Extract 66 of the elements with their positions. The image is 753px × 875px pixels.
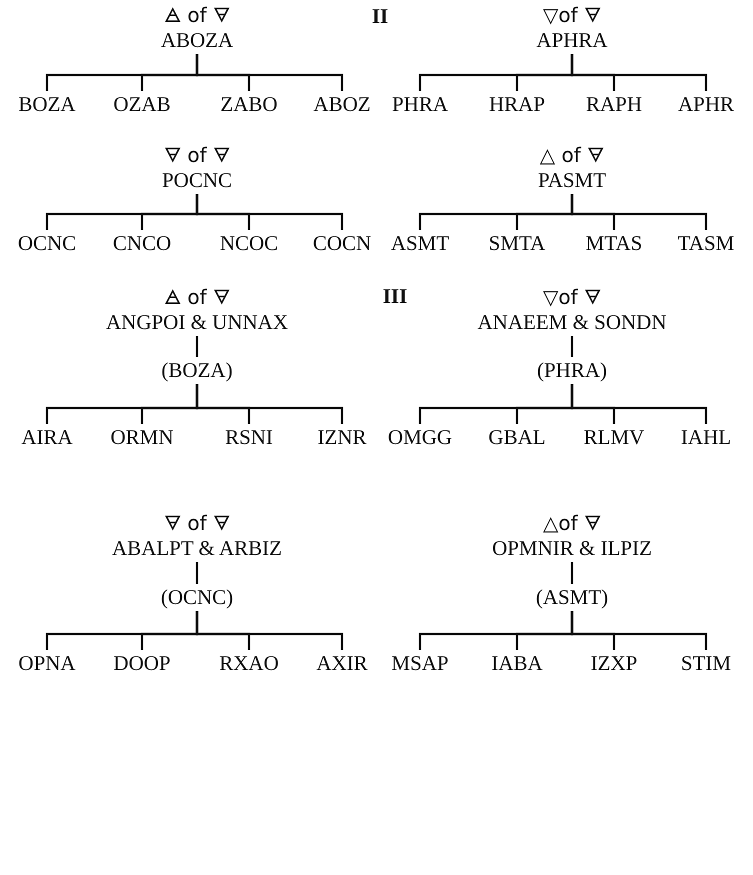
- tree-node-label: NCOC: [218, 231, 280, 256]
- tree-node-label: RAPH: [584, 92, 644, 117]
- tree-node-label: (OCNC): [160, 585, 234, 610]
- symbol-heading: 🜃 of 🜃: [163, 143, 231, 168]
- tree-node-label: OCNC: [16, 231, 78, 256]
- tree-connector: [196, 194, 344, 230]
- tree-connector: [196, 384, 344, 424]
- tree-node-label: STIM: [680, 651, 732, 676]
- tree-node-label: RLMV: [582, 425, 646, 450]
- symbol-heading: △of 🜃: [542, 511, 602, 536]
- symbol-heading: △ of 🜃: [538, 143, 606, 168]
- tree-node-label: ORMN: [110, 425, 174, 450]
- section-number: III: [382, 284, 408, 309]
- tree-node-label: HRAP: [488, 92, 546, 117]
- tree-node-label: AXIR: [315, 651, 369, 676]
- tree-connector: [196, 336, 198, 357]
- tree-node-label: RXAO: [218, 651, 280, 676]
- tree-root-label: OPMNIR & ILPIZ: [491, 536, 653, 561]
- tree-node-label: MTAS: [584, 231, 644, 256]
- tree-node-label: IZNR: [316, 425, 368, 450]
- tree-connector: [570, 194, 708, 230]
- tree-connector: [196, 611, 344, 650]
- tree-connector: [196, 54, 344, 91]
- symbol-heading: ▽of 🜃: [542, 3, 602, 28]
- tree-node-label: APHR: [676, 92, 736, 117]
- tree-node-label: CNCO: [112, 231, 172, 256]
- tree-connector: [196, 562, 198, 584]
- tree-node-label: TASM: [676, 231, 736, 256]
- tree-node-label: IZXP: [590, 651, 638, 676]
- tree-connector: [570, 611, 708, 650]
- tree-root-label: ANAEEM & SONDN: [476, 310, 668, 335]
- tree-connector: [570, 384, 708, 424]
- section-number: II: [372, 4, 388, 29]
- tree-root-label: ANGPOI & UNNAX: [105, 310, 289, 335]
- tree-node-label: ABOZ: [312, 92, 372, 117]
- tree-connector: [570, 336, 574, 357]
- tree-node-label: AIRA: [20, 425, 74, 450]
- tree-node-label: PHRA: [390, 92, 450, 117]
- symbol-heading: 🜃 of 🜃: [163, 511, 231, 536]
- tree-root-label: ABALPT & ARBIZ: [111, 536, 283, 561]
- tree-node-label: SMTA: [488, 231, 546, 256]
- tree-node-label: (BOZA): [160, 358, 234, 383]
- tree-node-label: COCN: [312, 231, 372, 256]
- tree-node-label: BOZA: [17, 92, 77, 117]
- tree-connector: [570, 54, 708, 91]
- symbol-heading: ▽of 🜃: [542, 285, 602, 310]
- tree-node-label: OMGG: [386, 425, 454, 450]
- tree-node-label: OZAB: [112, 92, 172, 117]
- tree-node-label: ASMT: [390, 231, 450, 256]
- tree-node-label: (PHRA): [536, 358, 608, 383]
- tree-node-label: ZABO: [219, 92, 279, 117]
- tree-root-label: ABOZA: [160, 28, 234, 53]
- tree-root-label: PASMT: [536, 168, 608, 193]
- tree-connector: [570, 562, 574, 584]
- symbol-heading: 🜁 of 🜃: [163, 3, 231, 28]
- tree-node-label: DOOP: [112, 651, 172, 676]
- tree-node-label: OPNA: [17, 651, 77, 676]
- tree-root-label: POCNC: [160, 168, 234, 193]
- tree-node-label: RSNI: [224, 425, 274, 450]
- tree-node-label: IABA: [490, 651, 544, 676]
- symbol-heading: 🜁 of 🜃: [163, 285, 231, 310]
- tree-root-label: APHRA: [535, 28, 609, 53]
- tree-node-label: (ASMT): [534, 585, 610, 610]
- tree-node-label: IAHL: [680, 425, 732, 450]
- tree-node-label: MSAP: [390, 651, 450, 676]
- tree-node-label: GBAL: [487, 425, 547, 450]
